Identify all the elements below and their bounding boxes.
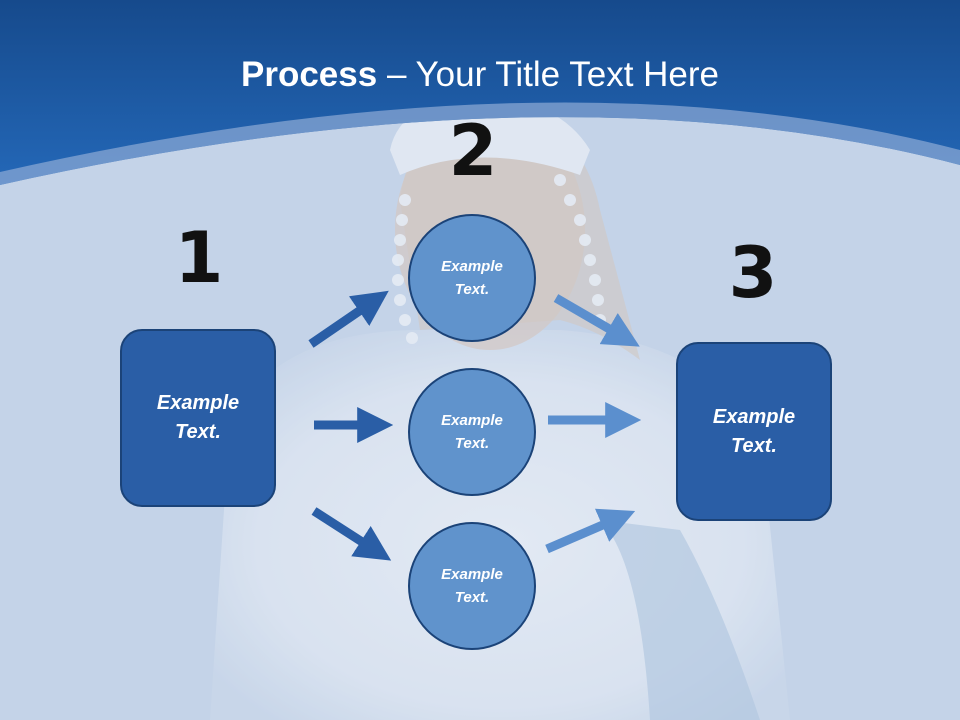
arrow-top-to-3 bbox=[553, 294, 640, 347]
circle-middle-text: Example Text. bbox=[441, 412, 503, 452]
page-title: Process – Your Title Text Here bbox=[0, 55, 960, 95]
step-number-1: 1 bbox=[174, 217, 224, 299]
step-number-2: 2 bbox=[448, 110, 498, 192]
step-box-1-text: Example Text. bbox=[156, 392, 240, 443]
step-box-3-text: Example Text. bbox=[712, 405, 796, 457]
circle-bottom-text: Example Text. bbox=[441, 566, 503, 606]
arrow-1-to-bottom bbox=[311, 507, 392, 561]
circle-bottom: Example Text. bbox=[408, 522, 536, 650]
step-box-3: Example Text. bbox=[676, 342, 832, 521]
arrow-1-to-top bbox=[308, 290, 389, 348]
step-box-1: Example Text. bbox=[120, 329, 276, 507]
arrow-bottom-to-3 bbox=[545, 508, 636, 554]
header-band bbox=[0, 0, 960, 185]
title-bold: Process bbox=[241, 55, 378, 94]
step-number-3: 3 bbox=[728, 232, 778, 314]
circle-top: Example Text. bbox=[408, 214, 536, 342]
circle-top-text: Example Text. bbox=[441, 258, 503, 298]
circle-middle: Example Text. bbox=[408, 368, 536, 496]
title-rest: – Your Title Text Here bbox=[377, 55, 719, 94]
